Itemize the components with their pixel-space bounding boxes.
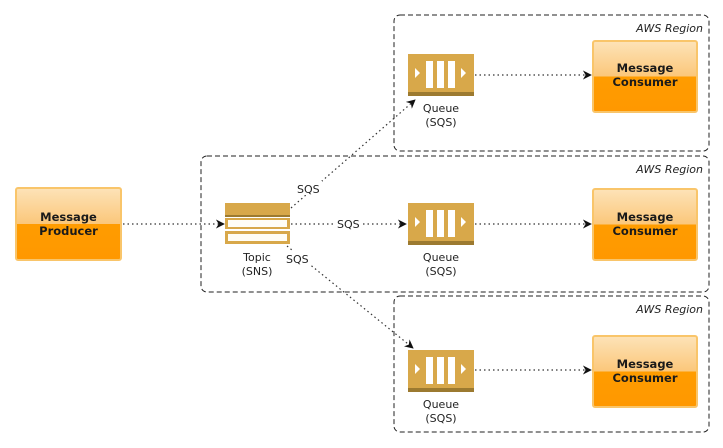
consumer-label-line1: Message bbox=[617, 61, 674, 75]
consumer-label-line2: Consumer bbox=[612, 371, 677, 385]
region-label: AWS Region bbox=[635, 163, 703, 176]
message-producer[interactable]: Message Producer bbox=[15, 187, 122, 261]
message-consumer-bottom[interactable]: Message Consumer bbox=[592, 335, 698, 408]
region-label: AWS Region bbox=[635, 303, 703, 316]
region-bottom: AWS Region bbox=[393, 295, 710, 433]
sqs-queue-icon bbox=[408, 203, 474, 245]
queue-sqs-top[interactable]: Queue (SQS) bbox=[408, 54, 474, 129]
message-consumer-top[interactable]: Message Consumer bbox=[592, 40, 698, 113]
sns-topic-icon bbox=[225, 203, 290, 244]
queue-label-line2: (SQS) bbox=[425, 116, 456, 129]
region-middle: AWS Region bbox=[200, 155, 710, 293]
edge-label-bottom: SQS bbox=[286, 253, 309, 266]
queue-label-line1: Queue bbox=[423, 398, 459, 411]
queue-label-line2: (SQS) bbox=[425, 265, 456, 278]
consumer-label-line2: Consumer bbox=[612, 75, 677, 89]
region-top: AWS Region bbox=[393, 14, 710, 152]
queue-label-line2: (SQS) bbox=[425, 412, 456, 425]
topic-label-line1: Topic bbox=[242, 251, 271, 264]
consumer-label-line1: Message bbox=[617, 210, 674, 224]
edge-label-middle: SQS bbox=[337, 218, 360, 231]
producer-label-line1: Message bbox=[40, 210, 97, 224]
queue-label-line1: Queue bbox=[423, 251, 459, 264]
consumer-label-line2: Consumer bbox=[612, 224, 677, 238]
queue-label-line1: Queue bbox=[423, 102, 459, 115]
sqs-queue-icon bbox=[408, 54, 474, 96]
producer-label-line2: Producer bbox=[39, 224, 98, 238]
topic-sns[interactable]: Topic (SNS) bbox=[225, 203, 290, 278]
queue-sqs-bottom[interactable]: Queue (SQS) bbox=[408, 350, 474, 425]
message-consumer-middle[interactable]: Message Consumer bbox=[592, 188, 698, 261]
sqs-queue-icon bbox=[408, 350, 474, 392]
consumer-label-line1: Message bbox=[617, 357, 674, 371]
edge-label-top: SQS bbox=[297, 183, 320, 196]
topic-label-line2: (SNS) bbox=[242, 265, 273, 278]
region-label: AWS Region bbox=[635, 22, 703, 35]
queue-sqs-middle[interactable]: Queue (SQS) bbox=[408, 203, 474, 278]
